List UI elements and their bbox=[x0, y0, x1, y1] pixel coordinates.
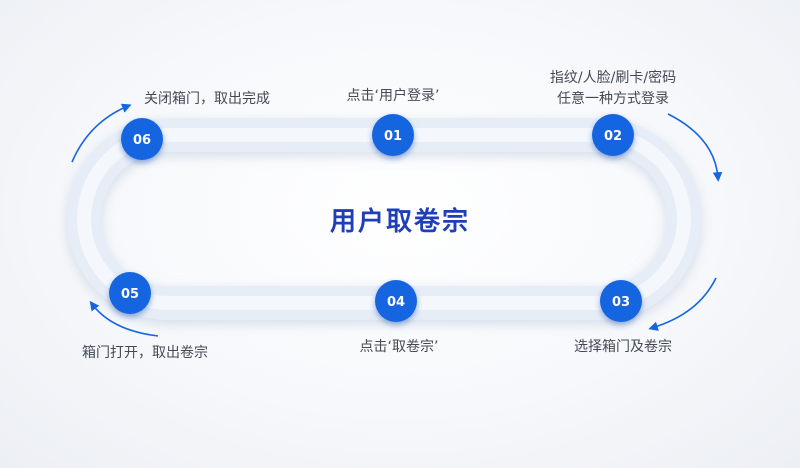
step-number: 05 bbox=[121, 287, 139, 302]
step-label-line: 指纹/人脸/刷卡/密码 bbox=[549, 70, 677, 86]
step-label-01: 点击‘用户登录’ bbox=[318, 86, 468, 107]
step-number: 04 bbox=[387, 295, 405, 310]
step-label-line: 箱门打开，取出卷宗 bbox=[82, 345, 208, 361]
step-label-line: 点击‘用户登录’ bbox=[346, 88, 440, 104]
arrow-bottom-left bbox=[89, 300, 159, 337]
step-node-02: 02 bbox=[592, 114, 634, 156]
step-label-06: 关闭箱门，取出完成 bbox=[122, 89, 292, 110]
step-number: 03 bbox=[612, 295, 630, 310]
step-node-06: 06 bbox=[121, 118, 163, 160]
step-node-03: 03 bbox=[600, 280, 642, 322]
step-number: 06 bbox=[133, 133, 151, 148]
step-label-03: 选择箱门及卷宗 bbox=[548, 337, 698, 358]
diagram-title: 用户取卷宗 bbox=[329, 207, 470, 237]
step-label-line: 选择箱门及卷宗 bbox=[574, 339, 672, 355]
step-node-05: 05 bbox=[109, 272, 151, 314]
step-label-04: 点击‘取卷宗’ bbox=[324, 337, 474, 358]
step-node-01: 01 bbox=[372, 114, 414, 156]
step-label-line: 点击‘取卷宗’ bbox=[359, 339, 439, 355]
step-label-line: 任意一种方式登录 bbox=[557, 91, 669, 107]
step-number: 02 bbox=[604, 129, 622, 144]
arrow-top-right bbox=[667, 113, 723, 182]
step-label-line: 关闭箱门，取出完成 bbox=[144, 91, 270, 107]
step-node-04: 04 bbox=[375, 280, 417, 322]
step-number: 01 bbox=[384, 129, 402, 144]
step-label-02: 指纹/人脸/刷卡/密码 任意一种方式登录 bbox=[520, 68, 706, 110]
arrow-bottom-right bbox=[648, 277, 717, 331]
arrow-top-left bbox=[71, 103, 132, 163]
step-label-05: 箱门打开，取出卷宗 bbox=[60, 343, 230, 364]
